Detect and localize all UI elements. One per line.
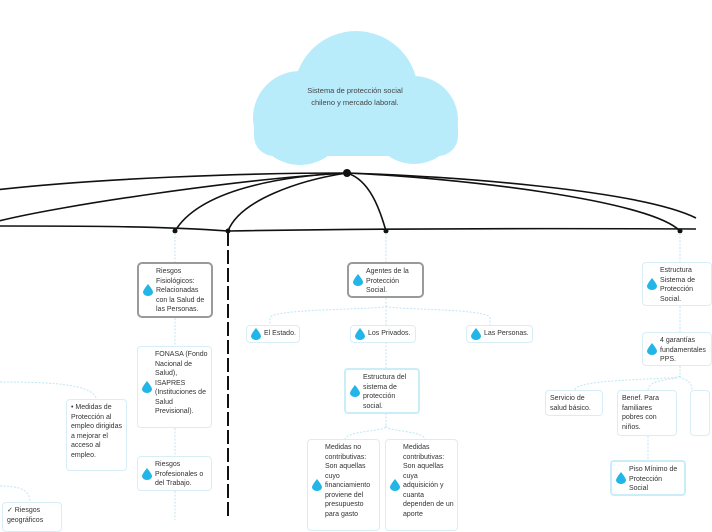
branch-links bbox=[0, 233, 693, 520]
node-los-privados[interactable]: Los Privados. bbox=[350, 325, 416, 343]
node-label: Estructura Sistema de Protección Social. bbox=[660, 267, 696, 303]
root-topic-label[interactable]: Sistema de protección social chileno y m… bbox=[307, 86, 403, 107]
node-medidas-contributivas[interactable]: Medidas contributivas: Son aquellas cuya… bbox=[385, 439, 458, 531]
node-medidas-no-contributivas[interactable]: Medidas no contributivas: Son aquellas c… bbox=[307, 439, 380, 531]
node-label: Piso Mínimo de Protección Social bbox=[629, 466, 678, 492]
node-label: ✓ Riesgos geográficos bbox=[7, 507, 44, 524]
water-drop-icon bbox=[350, 385, 360, 397]
node-riesgos-profesionales[interactable]: Riesgos Profesionales o del Trabajo. bbox=[137, 456, 212, 491]
water-drop-icon bbox=[390, 479, 400, 491]
node-riesgos-fisiologicos[interactable]: Riesgos Fisiológicos: Relacionadas con l… bbox=[137, 262, 213, 318]
water-drop-icon bbox=[142, 467, 152, 480]
node-label: Benef. Para familiares pobres con niños. bbox=[622, 395, 659, 431]
node-label: Medidas no contributivas: Son aquellas c… bbox=[325, 444, 371, 518]
node-label: Las Personas. bbox=[484, 330, 529, 337]
node-label: Servicio de salud básico. bbox=[550, 395, 591, 412]
water-drop-icon bbox=[471, 328, 481, 340]
water-drop-icon bbox=[355, 328, 365, 340]
water-drop-icon bbox=[142, 381, 152, 393]
node-riesgos-geograficos[interactable]: ✓ Riesgos geográficos bbox=[2, 502, 62, 532]
node-label: El Estado. bbox=[264, 330, 296, 337]
node-piso-minimo[interactable]: Piso Mínimo de Protección Social bbox=[610, 460, 686, 496]
node-estructura-sistema-pps[interactable]: Estructura Sistema de Protección Social. bbox=[642, 262, 712, 306]
node-label: Estructura del sistema de protección soc… bbox=[363, 374, 407, 410]
node-servicio-salud-basico[interactable]: Servicio de salud básico. bbox=[545, 390, 603, 416]
water-drop-icon bbox=[647, 278, 657, 290]
node-offscreen-branch[interactable] bbox=[690, 390, 710, 436]
node-label: FONASA (Fondo Nacional de Salud), ISAPRE… bbox=[155, 351, 208, 415]
water-drop-icon bbox=[143, 284, 153, 296]
node-label: Riesgos Profesionales o del Trabajo. bbox=[155, 461, 204, 487]
root-cloud-shape[interactable] bbox=[253, 31, 458, 165]
node-estructura-sistema-proteccion[interactable]: Estructura del sistema de protección soc… bbox=[344, 368, 420, 414]
node-label: Agentes de la Protección Social. bbox=[366, 268, 409, 294]
node-label: Riesgos Fisiológicos: Relacionadas con l… bbox=[156, 268, 205, 313]
node-4-garantias[interactable]: 4 garantías fundamentales PPS. bbox=[642, 332, 712, 366]
junction-dots bbox=[172, 169, 683, 234]
node-agentes-proteccion-social[interactable]: Agentes de la Protección Social. bbox=[347, 262, 424, 298]
node-medidas-proteccion-empleo[interactable]: • Medidas de Protección al empleo dirigi… bbox=[66, 399, 127, 471]
node-label: • Medidas de Protección al empleo dirigi… bbox=[71, 404, 122, 459]
node-label: Medidas contributivas: Son aquellas cuya… bbox=[403, 444, 454, 518]
node-el-estado[interactable]: El Estado. bbox=[246, 325, 300, 343]
mind-map-canvas: Sistema de protección social chileno y m… bbox=[0, 31, 712, 532]
node-las-personas[interactable]: Las Personas. bbox=[466, 325, 533, 343]
node-fonasa[interactable]: FONASA (Fondo Nacional de Salud), ISAPRE… bbox=[137, 346, 212, 428]
water-drop-icon bbox=[647, 343, 657, 355]
node-label: Los Privados. bbox=[368, 330, 411, 337]
node-label: 4 garantías fundamentales PPS. bbox=[660, 337, 706, 363]
water-drop-icon bbox=[312, 479, 322, 491]
water-drop-icon bbox=[353, 274, 363, 286]
connector-lines bbox=[0, 31, 697, 520]
water-drop-icon bbox=[616, 472, 626, 484]
trunk-links bbox=[0, 172, 697, 232]
water-drop-icon bbox=[251, 328, 261, 340]
node-benef-familiares[interactable]: Benef. Para familiares pobres con niños. bbox=[617, 390, 677, 436]
